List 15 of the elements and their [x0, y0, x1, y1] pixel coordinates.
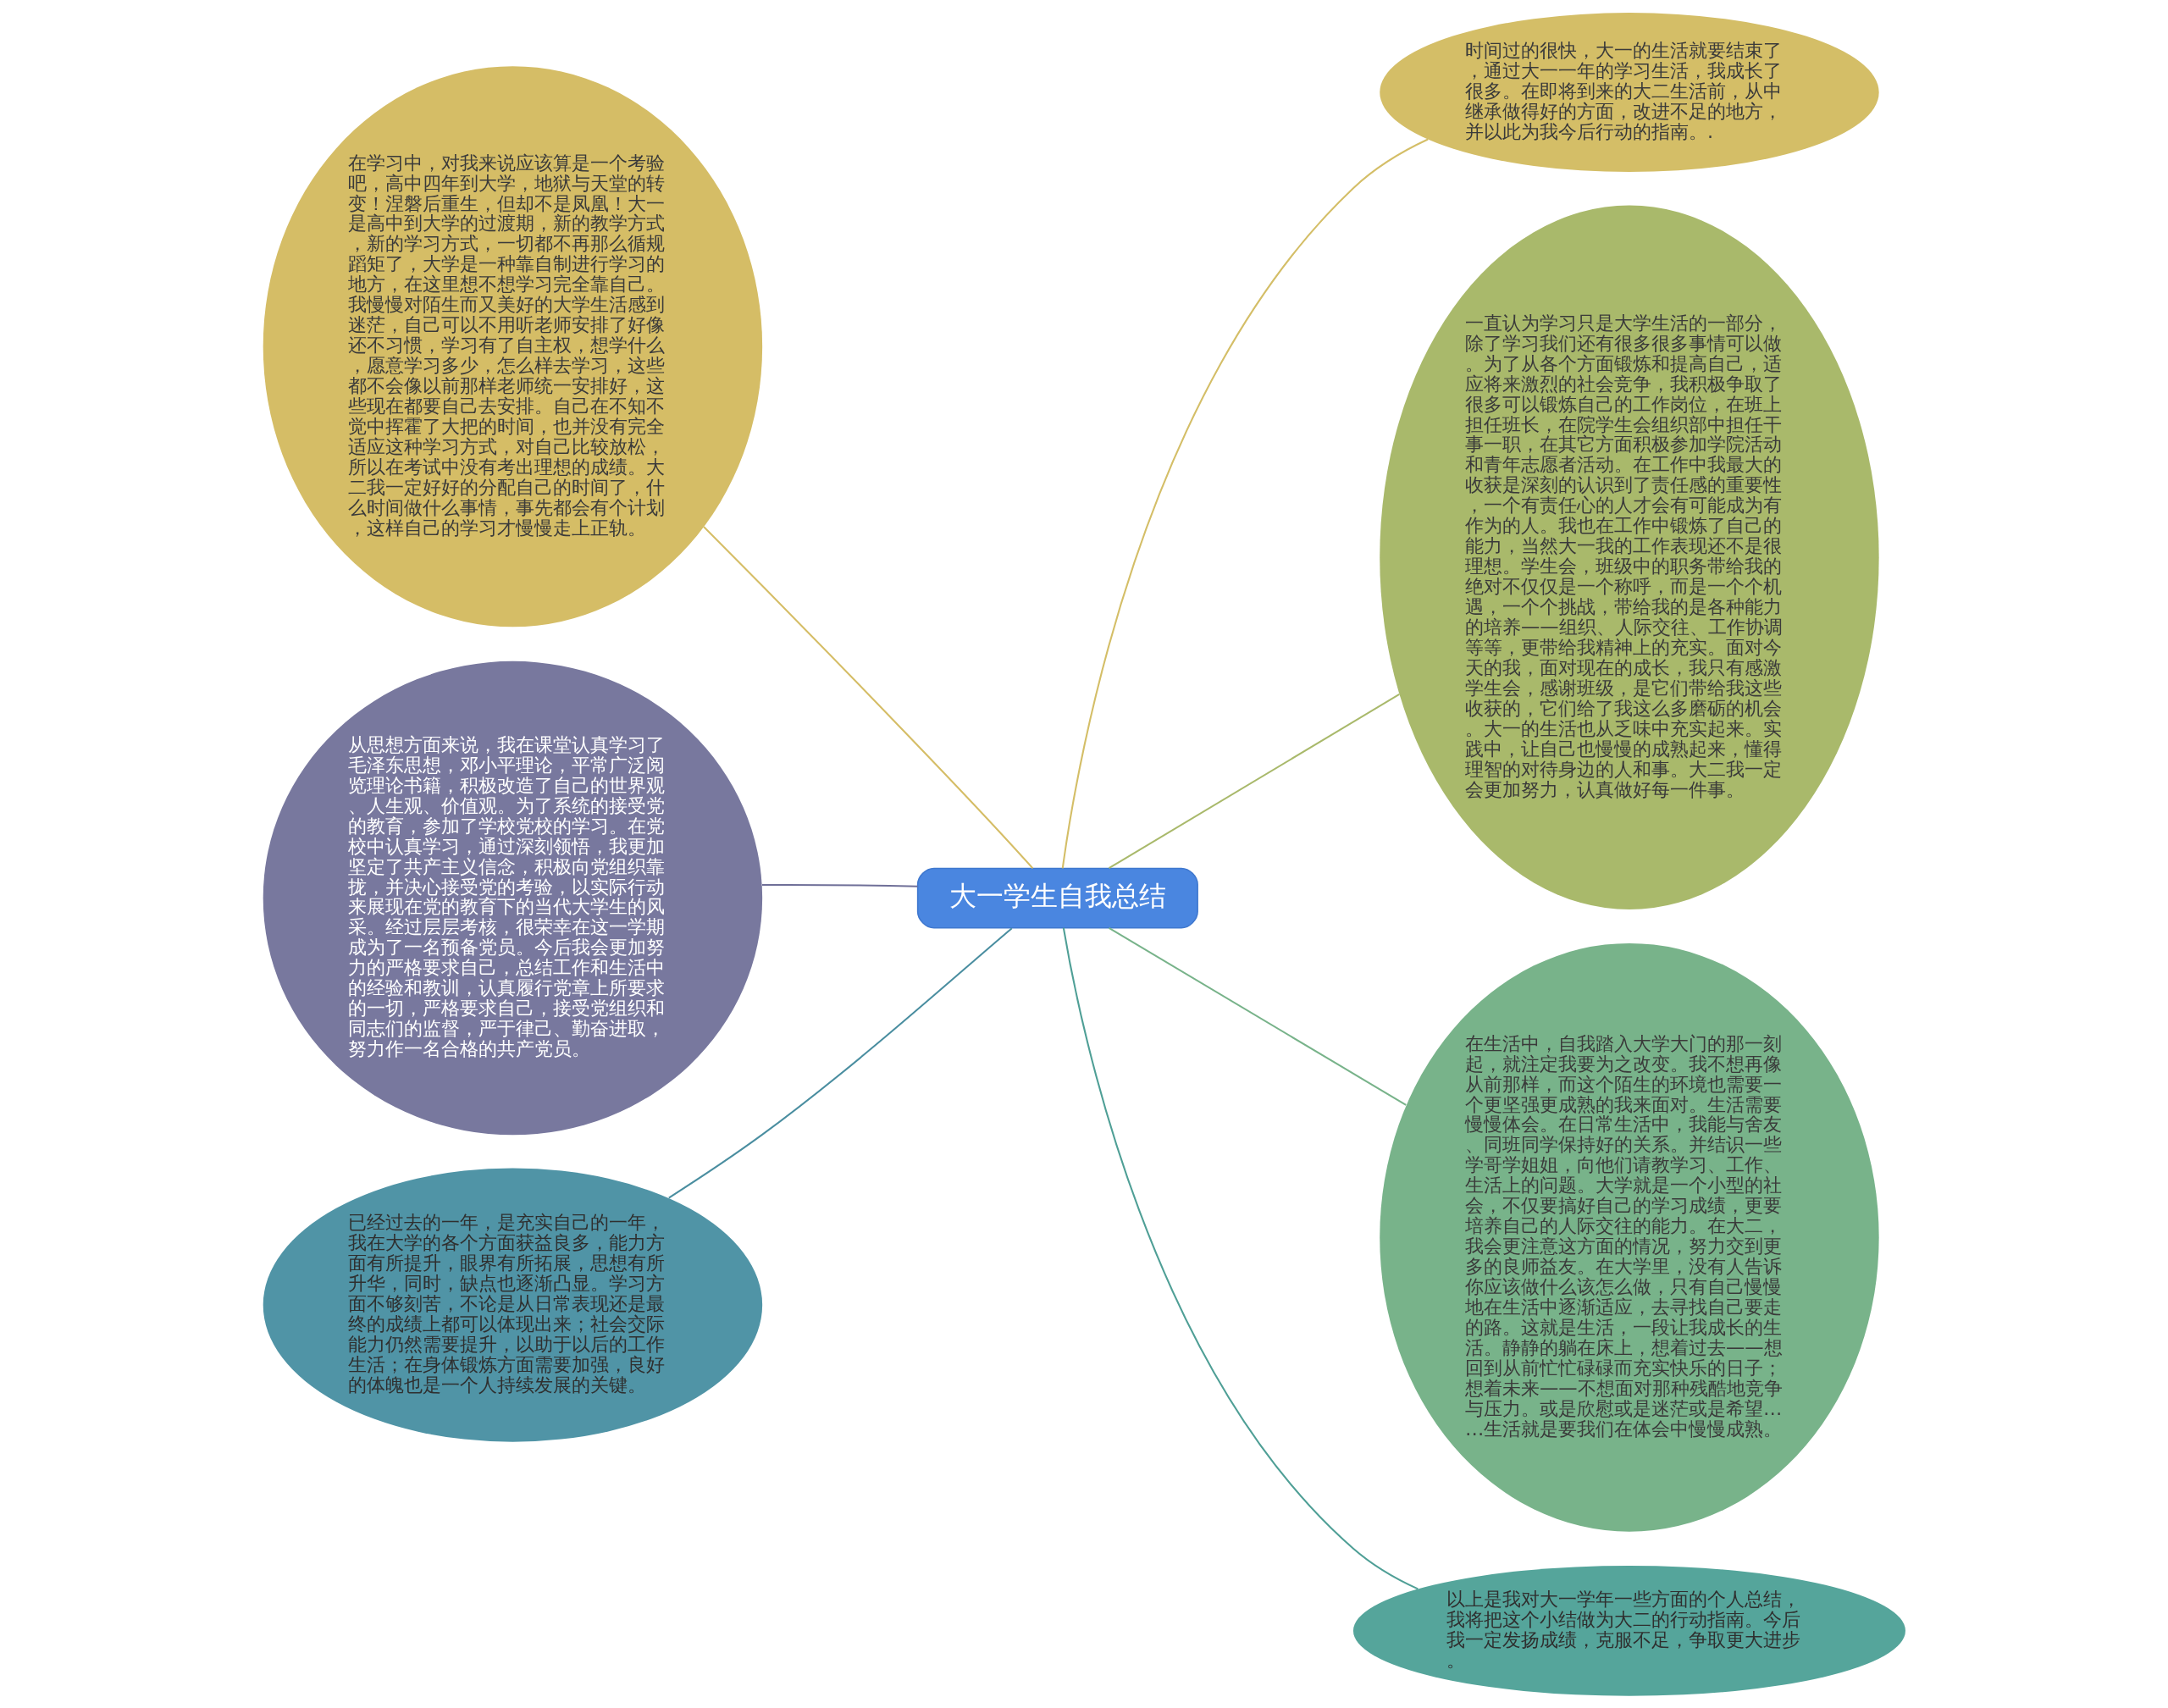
connector — [1108, 693, 1400, 869]
node-ellipse: 已经过去的一年，是充实自己的一年，我在大学的各个方面获益良多，能力方面有所提升，眼界有所拓展，思想有所升华，同时，缺点也逐渐凸显。学习方面不够刻苦，不论是从日常表现还是最终的成绩上都可以体现出来；社会交际能力仍然需要提升，以助于以后的工作生活；在身体锻炼方面需要加强，良好的体魄也是一个人持续发展的关键。 — [263, 1168, 762, 1442]
node-ellipse: 在学习中，对我来说应该算是一个考验吧，高中四年到大学，地狱与天堂的转变！涅磐后重生，但却不是凤凰！大一是高中到大学的过渡期，新的教学方式，新的学习方式，一切都不再那么循规蹈矩了，大学是一种靠自制进行学习的地方，在这里想不想学习完全靠自己。我慢慢对陌生而又美好的大学生活感到迷茫，自己可以不用听老师安排了好像还不习惯，学习有了自主权，想学什么，愿意学习多少，怎么样去学习，这些都不会像以前那样老师统一安排好，这些现在都要自己去安排。自己在不知不觉中挥霍了大把的时间，也并没有完全适应这种学习方式，对自己比较放松，所以在考试中没有考出理想的成绩。大二我一定好好的分配自己的时间了，什么时间做什么事情，事先都会有个计划，这样自己的学习才慢慢走上正轨。 — [263, 65, 762, 627]
node-ellipse: 时间过的很快，大一的生活就要结束了，通过大一一年的学习生活，我成长了很多。在即将到来的大二生活前，从中继承做得好的方面，改进不足的地方，并以此为我今后行动的指南。. — [1379, 12, 1879, 172]
node-circle: 从思想方面来说，我在课堂认真学习了毛泽东思想，邓小平理论，平常广泛阅览理论书籍，积极改造了自己的世界观、人生观、价值观。为了系统的接受党的教育，参加了学校党校的学习。在党校中认真学习，通过深刻领悟，我更加坚定了共产主义信念，积极向党组织靠拢，并决心接受党的考验，以实际行动来展现在党的教育下的当代大学生的风采。经过层层考核，很荣幸在这一学期成为了一名预备党员。今后我会更加努力的严格要求自己，总结工作和生活中的经验和教训，认真履行党章上所要求的一切，严格要求自己，接受党组织和同志们的监督，严于律己、勤奋进取，努力作一名合格的共产党员。 — [263, 661, 762, 1135]
connector — [667, 926, 1012, 1198]
connector — [702, 525, 1033, 869]
node-box: 大一学生自我总结 — [916, 867, 1198, 928]
connector — [1062, 927, 1419, 1589]
connector — [761, 883, 918, 887]
connector — [1061, 138, 1429, 868]
node-ellipse: 一直认为学习只是大学生活的一部分，除了学习我们还有很多很多事情可以做。为了从各个方面锻炼和提高自己，适应将来激烈的社会竞争，我积极争取了很多可以锻炼自己的工作岗位，在班上担任班长，在院学生会组织部中担任干事一职，在其它方面积极参加学院活动和青年志愿者活动。在工作中我最大的收获是深刻的认识到了责任感的重要性，一个有责任心的人才会有可能成为有作为的人。我也在工作中锻炼了自己的能力，当然大一我的工作表现还不是很理想。学生会，班级中的职务带给我的绝对不仅仅是一个称呼，而是一个个机遇，一个个挑战，带给我的是各种能力的培养——组织、人际交往、工作协调等等，更带给我精神上的充实。面对今天的我，面对现在的成长，我只有感激学生会，感谢班级，是它们带给我这些收获的，它们给了我这么多磨砺的机会。大一的生活也从乏味中充实起来。实践中，让自己也慢慢的成熟起来，懂得理智的对待身边的人和事。大二我一定会更加努力，认真做好每一件事。 — [1379, 205, 1879, 909]
connector — [1108, 926, 1407, 1106]
node-ellipse: 以上是我对大一学年一些方面的个人总结，我将把这个小结做为大二的行动指南。今后我一定发扬成绩，克服不足，争取更大进步。 — [1352, 1565, 1905, 1696]
node-ellipse: 在生活中，自我踏入大学大门的那一刻起，就注定我要为之改变。我不想再像从前那样，而这个陌生的环境也需要一个更坚强更成熟的我来面对。生活需要慢慢体会。在日常生活中，我能与舍友、同班同学保持好的关系。并结识一些学哥学姐姐，向他们请教学习、工作、生活上的问题。大学就是一个小型的社会，不仅要搞好自己的学习成绩，更要培养自己的人际交往的能力。在大二，我会更注意这方面的情况，努力交到更多的良师益友。在大学里，没有人告诉你应该做什么该怎么做，只有自己慢慢地在生活中逐渐适应，去寻找自己要走的路。这就是生活，一段让我成长的生活。静静的躺在床上，想着过去——想回到从前忙忙碌碌而充实快乐的日子；想着未来——不想面对那种残酷地竞争与压力。或是欣慰或是迷茫或是希望……生活就是要我们在体会中慢慢成熟。 — [1379, 942, 1879, 1532]
